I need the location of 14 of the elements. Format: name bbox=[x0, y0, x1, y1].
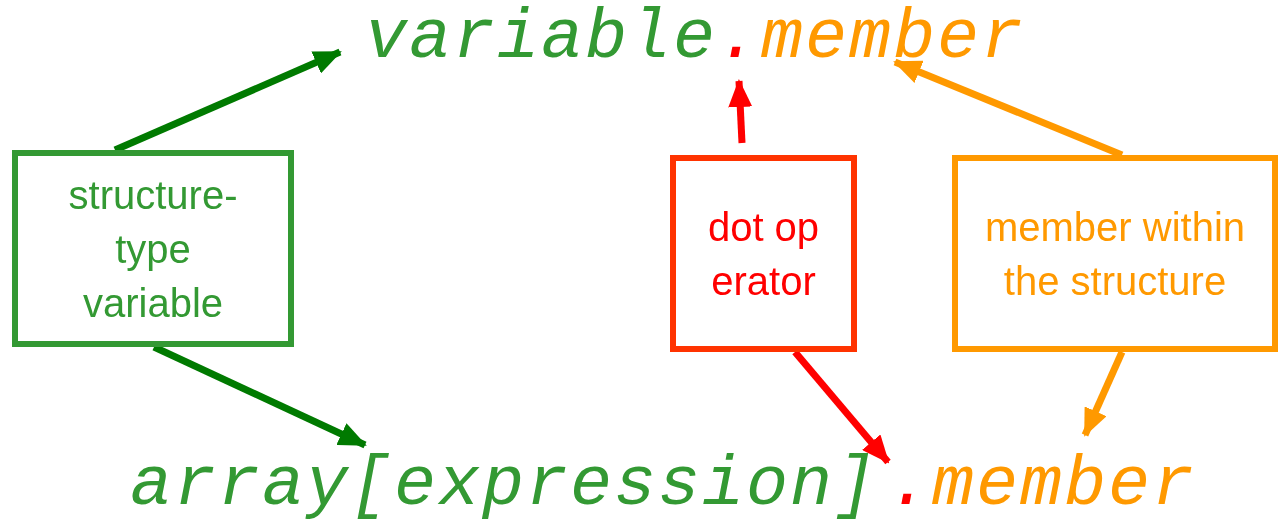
code-text: member bbox=[932, 452, 1197, 520]
callout-text: member within the structure bbox=[983, 203, 1247, 305]
arrow bbox=[728, 79, 753, 144]
code-text: member bbox=[761, 5, 1026, 73]
code-text: . bbox=[888, 452, 932, 520]
code-text: array[expression] bbox=[130, 452, 879, 520]
code-text: variable bbox=[365, 5, 718, 73]
callout-box bbox=[952, 155, 1278, 352]
arrow bbox=[1081, 350, 1126, 437]
callout-text: dot operator bbox=[706, 203, 821, 305]
callout-box bbox=[670, 155, 857, 352]
code-text: . bbox=[717, 5, 761, 73]
callout-text: structure-type variable bbox=[67, 171, 239, 327]
callout-box bbox=[12, 150, 294, 347]
